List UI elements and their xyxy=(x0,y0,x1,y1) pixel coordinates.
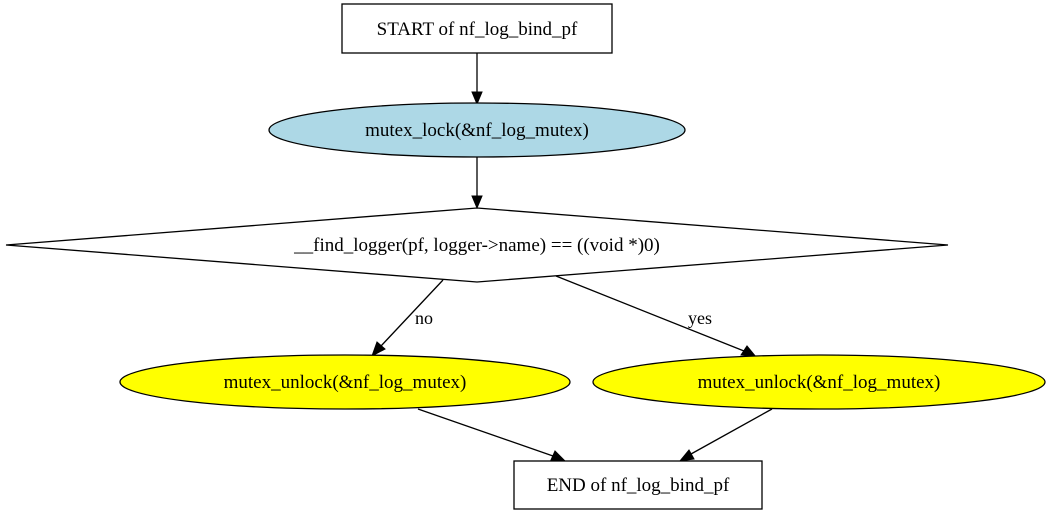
edge-unlock-no-to-end xyxy=(417,408,567,462)
arrow-head xyxy=(678,449,695,462)
edge-label-no: no xyxy=(415,308,433,328)
mutex-lock-node: mutex_lock(&nf_log_mutex) xyxy=(268,102,686,158)
mutex-unlock-yes-label: mutex_unlock(&nf_log_mutex) xyxy=(698,372,941,393)
end-node: END of nf_log_bind_pf xyxy=(513,460,763,510)
edge-label-yes: yes xyxy=(688,308,712,328)
mutex-lock-node-label: mutex_lock(&nf_log_mutex) xyxy=(365,120,589,141)
edge-decision-yes: yes xyxy=(555,275,758,358)
arrow-head xyxy=(471,91,483,106)
edge-unlock-yes-to-end xyxy=(678,408,773,462)
end-node-box xyxy=(513,460,763,510)
arrow-head xyxy=(471,195,483,210)
edge-lock-to-decision xyxy=(471,157,483,210)
edge-start-to-lock xyxy=(471,53,483,106)
arrow-head xyxy=(371,341,386,358)
decision-node-label: __find_logger(pf, logger->name) == ((voi… xyxy=(293,235,660,256)
mutex-unlock-no-node: mutex_unlock(&nf_log_mutex) xyxy=(119,354,571,410)
mutex-unlock-no-label: mutex_unlock(&nf_log_mutex) xyxy=(224,372,467,393)
mutex-unlock-no-ellipse xyxy=(119,354,571,410)
start-node-box xyxy=(341,3,613,54)
mutex-unlock-yes-node: mutex_unlock(&nf_log_mutex) xyxy=(592,354,1046,410)
arrow-head xyxy=(740,345,758,358)
edge-decision-no: no xyxy=(371,279,444,358)
decision-node: __find_logger(pf, logger->name) == ((voi… xyxy=(5,207,949,283)
arrow-head xyxy=(550,450,567,462)
end-node-label: END of nf_log_bind_pf xyxy=(547,475,730,496)
decision-node-diamond xyxy=(5,207,949,283)
mutex-unlock-yes-ellipse xyxy=(592,354,1046,410)
start-node: START of nf_log_bind_pf xyxy=(341,3,613,54)
start-node-label: START of nf_log_bind_pf xyxy=(377,19,578,40)
